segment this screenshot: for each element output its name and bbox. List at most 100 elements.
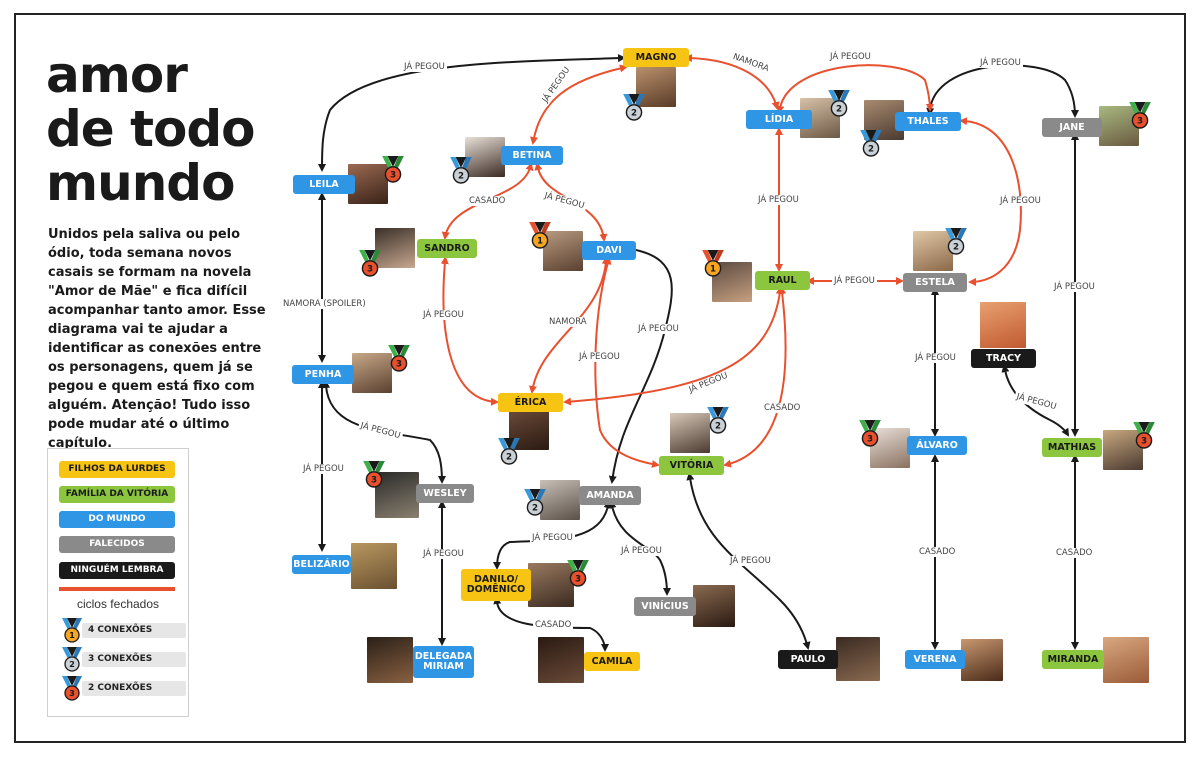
gold-medal-icon-davi: 1 — [529, 222, 551, 249]
medal-mathias-number: 3 — [1141, 437, 1147, 447]
node-thales: THALES — [895, 112, 961, 131]
diagram-frame — [14, 13, 1186, 743]
edge-magno-lidia — [684, 54, 780, 110]
photo-magno — [636, 67, 676, 107]
edge-magno-leila — [318, 54, 626, 172]
edge-vitoria-paulo — [686, 472, 811, 650]
legend-cycles-label: ciclos fechados — [76, 597, 160, 611]
node-davi: DAVI — [582, 241, 636, 260]
legend-do-mundo: DO MUNDO — [59, 511, 175, 528]
silver-medal-icon-estela: 2 — [945, 228, 967, 255]
node-danilo-domenico: DANILO/ DOMÊNICO — [461, 569, 531, 601]
bronze-medal-icon-wesley: 3 — [363, 461, 385, 488]
photo-tracy — [980, 302, 1026, 348]
edge-label-leila-penha: NAMORA (SPOILER) — [281, 299, 368, 309]
node-delegada-line-1: DELEGADA — [414, 651, 473, 662]
node-wesley: WESLEY — [416, 484, 474, 503]
medal-penha-number: 3 — [396, 360, 402, 370]
node-raul: RAUL — [755, 271, 810, 290]
node-mathias: MATHIAS — [1042, 438, 1102, 457]
edge-lidia-thales — [776, 64, 934, 114]
edge-sandro-erica — [440, 256, 499, 406]
photo-verena — [961, 639, 1003, 681]
photo-belizario — [351, 543, 397, 589]
edge-label-thales-jane: JÁ PEGOU — [978, 58, 1023, 68]
photo-danilo — [528, 563, 574, 607]
photo-davi — [543, 231, 583, 271]
medal-erica-number: 2 — [506, 453, 512, 463]
medal-betina-number: 2 — [458, 172, 464, 182]
edge-label-thales-estela: JÁ PEGOU — [998, 196, 1043, 206]
legend-3-conexoes: 3 CONEXÕES — [82, 652, 186, 667]
node-amanda: AMANDA — [579, 486, 641, 505]
legend-medal-3-number: 2 — [69, 660, 75, 669]
edge-tracy-mathias — [1001, 364, 1070, 437]
photo-miranda — [1103, 637, 1149, 683]
medal-thales-number: 2 — [868, 145, 874, 155]
node-delegada-miriam: DELEGADA MIRIAM — [413, 646, 474, 678]
node-paulo: PAULO — [778, 650, 838, 669]
bronze-medal-icon-danilo: 3 — [567, 560, 589, 587]
gold-medal-icon-raul: 1 — [702, 250, 724, 277]
node-leila: LEILA — [293, 175, 355, 194]
title-line-2: de todo — [46, 100, 256, 158]
node-lidia: LÍDIA — [746, 110, 812, 129]
bronze-medal-icon-mathias: 3 — [1133, 422, 1155, 449]
node-magno: MAGNO — [623, 48, 689, 67]
legend: FILHOS DA LURDES FAMÍLIA DA VITÓRIA DO M… — [47, 448, 189, 717]
node-delegada-line-2: MIRIAM — [423, 661, 464, 672]
edge-label-davi-amanda: JÁ PEGOU — [636, 324, 681, 334]
photo-sandro — [375, 228, 415, 268]
title-line-1: amor — [46, 46, 188, 104]
edge-label-wesley-delegada: JÁ PEGOU — [421, 549, 466, 559]
silver-medal-icon: 2 — [62, 647, 82, 672]
edge-label-sandro-erica: JÁ PEGOU — [421, 310, 466, 320]
edge-label-mathias-miranda: CASADO — [1054, 548, 1095, 558]
medal-lidia-number: 2 — [836, 105, 842, 115]
legend-falecidos: FALECIDOS — [59, 536, 175, 553]
node-jane: JANE — [1042, 118, 1102, 137]
edge-label-magno-leila: JÁ PEGOU — [402, 62, 447, 72]
node-sandro: SANDRO — [417, 239, 477, 258]
medal-davi-number: 1 — [537, 237, 543, 247]
edge-label-betina-sandro: CASADO — [467, 196, 508, 206]
photo-estela — [913, 231, 953, 271]
bronze-medal-icon: 3 — [62, 676, 82, 701]
bronze-medal-icon-penha: 3 — [388, 345, 410, 372]
medal-raul-number: 1 — [710, 265, 716, 275]
edge-label-amanda-vinicius: JÁ PEGOU — [619, 546, 664, 556]
silver-medal-icon-vitoria: 2 — [707, 407, 729, 434]
silver-medal-icon-thales: 2 — [860, 130, 882, 157]
medal-magno-number: 2 — [631, 109, 637, 119]
legend-2-conexoes: 2 CONEXÕES — [82, 681, 186, 696]
gold-medal-icon: 1 — [62, 618, 82, 643]
photo-vinicius — [693, 585, 735, 627]
photo-mathias — [1103, 430, 1143, 470]
legend-medal-row-2: 3 2 CONEXÕES — [60, 676, 186, 701]
edge-label-davi-erica: NAMORA — [547, 317, 589, 327]
photo-delegada-miriam — [367, 637, 413, 683]
legend-cycle-line — [59, 587, 175, 591]
medal-wesley-number: 3 — [371, 476, 377, 486]
title-line-3: mundo — [46, 154, 235, 212]
photo-penha — [352, 353, 392, 393]
medal-leila-number: 3 — [390, 171, 396, 181]
legend-ninguem-lembra: NINGUÉM LEMBRA — [59, 562, 175, 579]
legend-familia-da-vitoria: FAMÍLIA DA VITÓRIA — [59, 486, 175, 503]
silver-medal-icon-erica: 2 — [498, 438, 520, 465]
edge-label-amanda-danilo: JÁ PEGOU — [530, 533, 575, 543]
node-erica: ÉRICA — [498, 393, 563, 412]
node-camila: CAMILA — [584, 652, 640, 671]
node-vinicius: VINÍCIUS — [634, 597, 696, 616]
edge-davi-vitoria — [594, 256, 660, 468]
silver-medal-icon-magno: 2 — [623, 94, 645, 121]
edge-label-davi-vitoria: JÁ PEGOU — [577, 352, 622, 362]
medal-vitoria-number: 2 — [715, 422, 721, 432]
legend-4-conexoes: 4 CONEXÕES — [82, 623, 186, 638]
node-verena: VERENA — [905, 650, 965, 669]
edge-penha-wesley — [322, 380, 446, 484]
node-danilo-line-1: DANILO/ — [474, 574, 518, 585]
edge-label-jane-mathias: JÁ PEGOU — [1052, 282, 1097, 292]
legend-filhos-da-lurdes: FILHOS DA LURDES — [59, 461, 175, 478]
